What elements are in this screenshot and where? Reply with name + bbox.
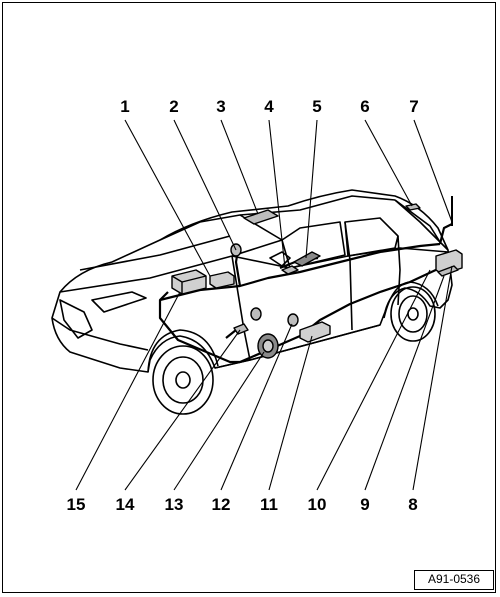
front-bumper — [51, 317, 149, 351]
antenna-base-6 — [405, 203, 421, 211]
door-module-11 — [299, 321, 331, 343]
unit-9 — [437, 265, 459, 277]
front-door-line — [231, 255, 251, 361]
module-2 — [209, 271, 235, 289]
callout-2: 2 — [169, 97, 178, 116]
leader-lines — [75, 119, 453, 491]
components — [171, 196, 463, 359]
front-wheel-rim — [162, 356, 204, 404]
front-wheel-hub — [175, 371, 191, 389]
callout-15: 15 — [67, 495, 86, 514]
rear-wheel-tire — [390, 286, 436, 342]
windshield — [159, 214, 283, 241]
callout-7: 7 — [409, 97, 418, 116]
headlight — [91, 291, 147, 313]
hood-line — [59, 239, 283, 293]
callout-12: 12 — [212, 495, 231, 514]
connector-4 — [281, 265, 299, 275]
control-unit-15 — [171, 269, 207, 295]
callout-10: 10 — [308, 495, 327, 514]
figure-border — [2, 2, 496, 593]
rear-side-window — [344, 217, 399, 257]
interior-light-3 — [243, 209, 279, 225]
callout-8: 8 — [408, 495, 417, 514]
callout-11: 11 — [260, 495, 278, 514]
front-wheel-arch — [147, 329, 219, 373]
grille — [59, 299, 93, 339]
wheels — [152, 286, 436, 415]
belt-line — [231, 247, 449, 269]
callout-numbers: 1 2 3 4 5 6 7 8 9 10 11 12 13 14 15 — [67, 97, 419, 514]
tweeter-14b — [250, 307, 262, 321]
callout-13: 13 — [165, 495, 184, 514]
hood-crease — [79, 235, 231, 271]
callout-9: 9 — [360, 495, 369, 514]
connector-14 — [233, 323, 249, 335]
rear-wheel-rim — [398, 295, 428, 333]
front-wheel-tire — [152, 345, 214, 415]
rocker-line — [214, 324, 381, 369]
callout-14: 14 — [116, 495, 135, 514]
front-side-window — [281, 221, 346, 269]
tweeter-12 — [287, 313, 299, 327]
callout-3: 3 — [216, 97, 225, 116]
figure-id-label: A91-0536 — [414, 570, 494, 590]
car-outline — [51, 189, 453, 373]
callout-4: 4 — [264, 97, 274, 116]
side-mirror — [269, 251, 291, 267]
callout-6: 6 — [360, 97, 369, 116]
rear-window — [394, 199, 441, 243]
callout-1: 1 — [120, 97, 129, 116]
speaker-13-cone — [262, 339, 274, 353]
trunk-line — [394, 199, 449, 251]
callout-5: 5 — [312, 97, 321, 116]
